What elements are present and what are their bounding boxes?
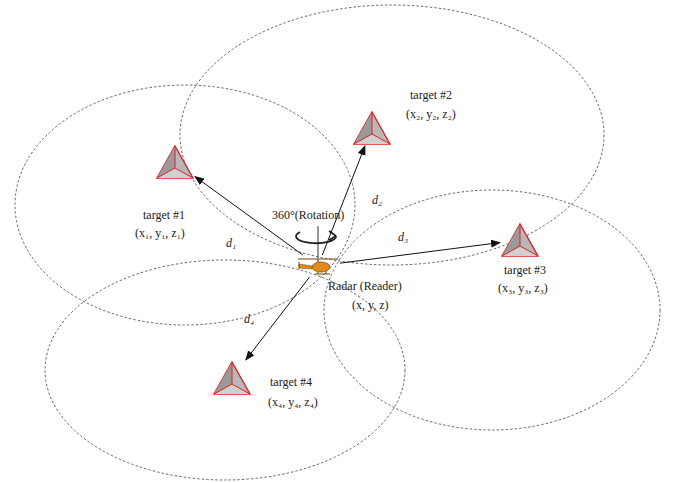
- coverage-ellipse: [180, 5, 604, 265]
- coverage-ellipse: [15, 85, 355, 325]
- helicopter-icon: [296, 255, 340, 277]
- distance-label: d₃: [398, 230, 408, 244]
- coverage-ellipse: [324, 190, 660, 430]
- node-name: target #1: [143, 208, 185, 222]
- node-name: Radar (Reader): [328, 279, 402, 293]
- target-icon: [212, 360, 252, 396]
- target-node: target #1(x₁, y₁, z₁): [155, 144, 195, 180]
- radar-node: Radar (Reader)(x, y, z): [296, 255, 340, 277]
- target-icon: [500, 222, 540, 258]
- target-node: target #2(x₂, y₂, z₂): [352, 110, 392, 146]
- coordinate-label: (x₄, y₄, z₄): [268, 395, 318, 409]
- distance-arrow: [322, 146, 365, 255]
- distance-arrow: [246, 277, 310, 360]
- distance-arrow: [340, 243, 500, 264]
- distance-label: d₄: [244, 312, 254, 326]
- target-node: target #3(x₃, y₃, z₃): [500, 222, 540, 258]
- target-icon: [155, 144, 195, 180]
- coordinate-label: (x₃, y₃, z₃): [498, 281, 548, 295]
- distance-label: d₂: [372, 193, 382, 207]
- target-icon: [352, 110, 392, 146]
- coverage-ellipse: [45, 260, 405, 480]
- coordinate-label: (x₁, y₁, z₁): [135, 226, 185, 240]
- target-node: target #4(x₄, y₄, z₄): [212, 360, 252, 396]
- rotation-symbol: [296, 226, 336, 258]
- rotation-label: 360°(Rotation): [272, 208, 344, 222]
- coordinate-label: (x₂, y₂, z₂): [406, 107, 456, 121]
- node-name: target #4: [270, 375, 312, 389]
- distance-label: d₁: [226, 236, 236, 250]
- coordinate-label: (x, y, z): [352, 298, 389, 312]
- node-name: target #3: [504, 263, 546, 277]
- node-name: target #2: [410, 88, 452, 102]
